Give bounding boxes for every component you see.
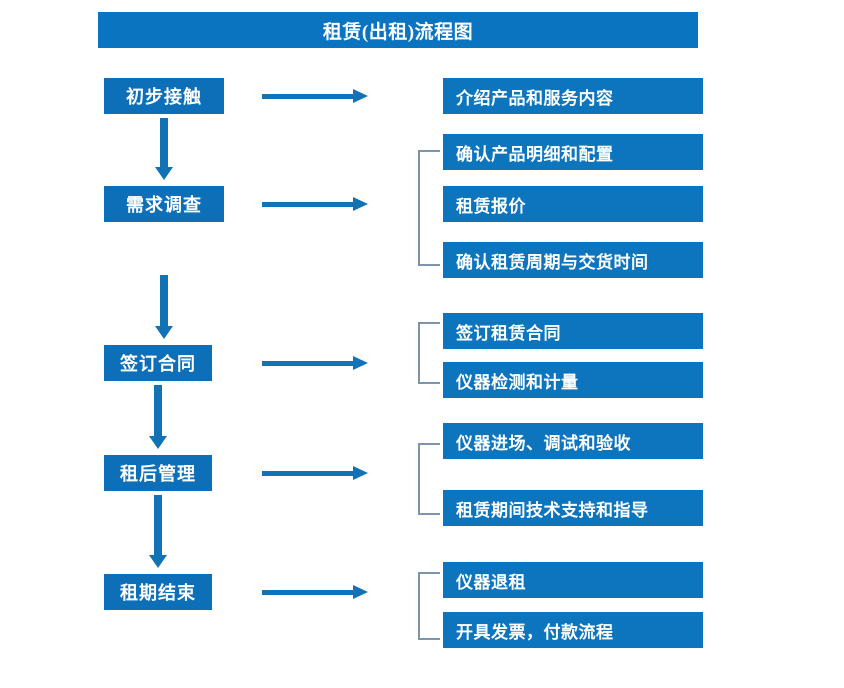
detail-box-confirm-lease-period-delivery[interactable]: 确认租赁周期与交货时间 (443, 242, 703, 278)
detail-box-sign-lease-contract[interactable]: 签订租赁合同 (443, 313, 703, 349)
detail-box-instrument-inspection-metrology[interactable]: 仪器检测和计量 (443, 362, 703, 398)
detail-box-confirm-product-details[interactable]: 确认产品明细和配置 (443, 134, 703, 170)
arrow-head (353, 466, 368, 480)
detail-box-introduce-products[interactable]: 介绍产品和服务内容 (443, 78, 703, 114)
detail-box-instrument-return[interactable]: 仪器退租 (443, 562, 703, 598)
group-bracket-demand-survey (418, 150, 440, 266)
stage-box-demand-survey[interactable]: 需求调查 (104, 186, 224, 222)
arrow-head (353, 197, 368, 211)
arrow-shaft (262, 361, 354, 366)
arrow-shaft (262, 94, 354, 99)
arrow-shaft (160, 275, 168, 326)
page-title: 租赁(出租)流程图 (98, 12, 698, 48)
arrow-head (353, 356, 368, 370)
arrow-shaft (154, 495, 162, 555)
horizontal-arrow-sign-contract (262, 355, 368, 371)
stage-box-lease-end[interactable]: 租期结束 (104, 574, 212, 610)
stage-box-sign-contract[interactable]: 签订合同 (104, 345, 212, 381)
detail-box-invoice-payment-process[interactable]: 开具发票，付款流程 (443, 612, 703, 648)
vertical-arrow-management-to-lease-end (149, 495, 167, 568)
arrow-shaft (262, 471, 354, 476)
group-bracket-sign-contract (418, 322, 440, 384)
arrow-shaft (154, 385, 162, 436)
stage-box-post-rental-management[interactable]: 租后管理 (104, 455, 212, 491)
horizontal-arrow-initial-contact (262, 88, 368, 104)
detail-box-instrument-entry-commissioning-acceptance[interactable]: 仪器进场、调试和验收 (443, 423, 703, 459)
arrow-head (353, 89, 368, 103)
arrow-head (353, 585, 368, 599)
horizontal-arrow-lease-end (262, 584, 368, 600)
detail-box-rental-quotation[interactable]: 租赁报价 (443, 186, 703, 222)
arrow-head (149, 436, 167, 449)
arrow-shaft (262, 590, 354, 595)
horizontal-arrow-demand-survey (262, 196, 368, 212)
stage-box-initial-contact[interactable]: 初步接触 (104, 78, 224, 114)
vertical-arrow-survey-to-contract (155, 275, 173, 339)
group-bracket-post-rental-management (418, 443, 440, 515)
vertical-arrow-contract-to-management (149, 385, 167, 449)
arrow-head (149, 555, 167, 568)
arrow-head (155, 167, 173, 180)
arrow-shaft (160, 118, 168, 167)
group-bracket-lease-end (418, 572, 440, 640)
vertical-arrow-initial-to-survey (155, 118, 173, 180)
detail-box-technical-support-during-lease[interactable]: 租赁期间技术支持和指导 (443, 490, 703, 526)
arrow-shaft (262, 202, 354, 207)
arrow-head (155, 326, 173, 339)
horizontal-arrow-post-rental-management (262, 465, 368, 481)
